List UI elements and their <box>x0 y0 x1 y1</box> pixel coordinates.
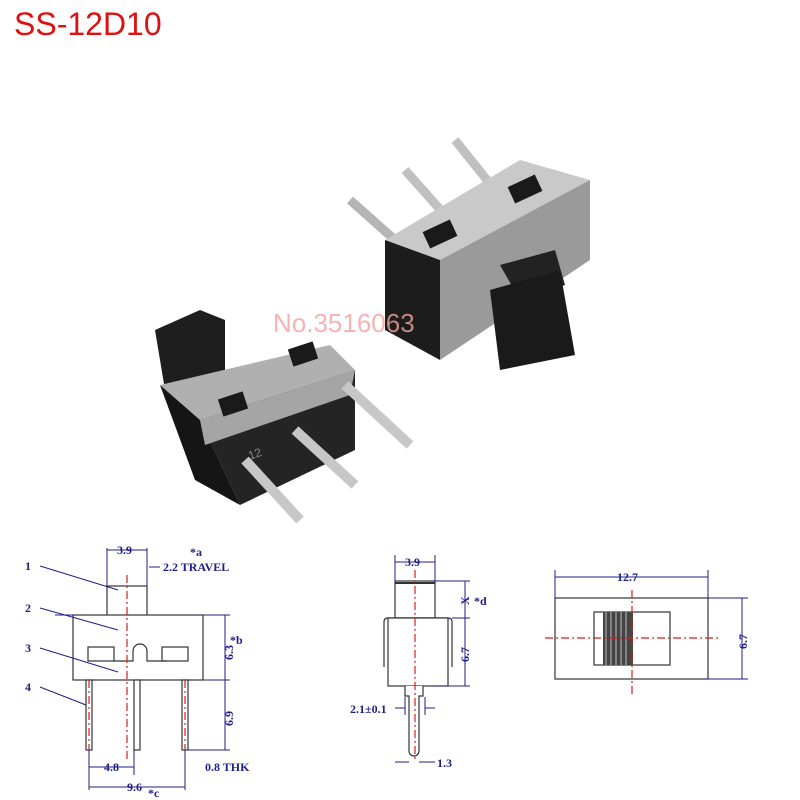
dim-side-actuator-width: 3.9 <box>405 555 420 569</box>
dim-pin-length: 6.9 <box>222 711 236 726</box>
side-view-drawing: 3.9 X *d 6.7 2.1±0.1 1.3 <box>350 555 487 770</box>
dim-length: 12.7 <box>617 570 638 584</box>
dim-actuator-height: X <box>458 596 472 605</box>
dim-pin-thickness: 0.8 THK <box>205 760 250 774</box>
note-c: *c <box>148 786 160 800</box>
dim-body-height: 6.3 <box>222 645 236 660</box>
callout-4: 4 <box>25 680 31 694</box>
front-view-drawing: 1 2 3 4 3.9 *a 2.2 TRAVEL 6.3 *b 6.9 4.8… <box>25 543 250 800</box>
dim-side-body-height: 6.7 <box>458 647 472 662</box>
dim-pin-span: 9.6 <box>127 780 142 794</box>
callout-2: 2 <box>25 601 31 615</box>
dim-pin-pitch: 4.8 <box>104 760 119 774</box>
dim-actuator-width: 3.9 <box>117 543 132 557</box>
note-b: *b <box>230 633 243 647</box>
dim-pin-base: 2.1±0.1 <box>350 702 387 716</box>
note-a: *a <box>190 545 202 559</box>
product-title: SS-12D10 <box>14 6 162 42</box>
top-view-drawing: 12.7 6.7 <box>545 570 750 695</box>
note-d: *d <box>474 594 487 608</box>
switch-photo-back <box>347 137 590 370</box>
callout-3: 3 <box>25 641 31 655</box>
dim-pin-width: 1.3 <box>437 756 452 770</box>
dim-width: 6.7 <box>736 634 750 649</box>
watermark: No.3516063 <box>273 308 415 338</box>
dim-travel: 2.2 TRAVEL <box>163 560 229 574</box>
switch-photo-front: 12 <box>155 310 414 524</box>
part-marking: 12 <box>246 445 264 463</box>
callout-1: 1 <box>25 559 31 573</box>
